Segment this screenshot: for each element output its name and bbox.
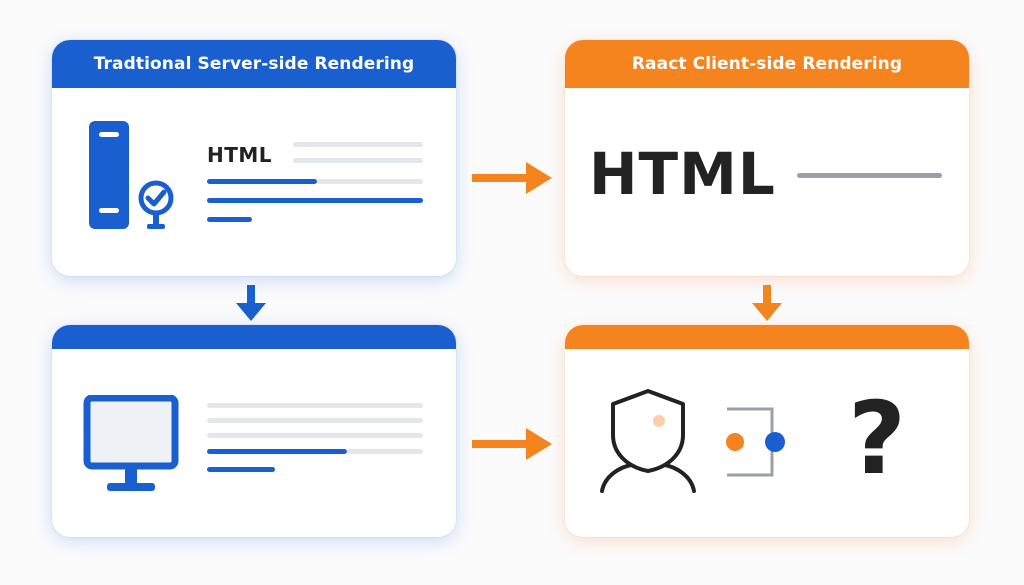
arrow-down-orange-icon [749, 283, 785, 323]
react-client-header [565, 325, 969, 349]
text-line [797, 173, 942, 178]
checkmark-badge-icon [136, 178, 176, 233]
traditional-ssr-header: Tradtional Server-side Rendering [52, 40, 456, 88]
html-label-large: HTML [589, 140, 776, 208]
server-icon [86, 118, 181, 233]
text-line [207, 418, 423, 423]
react-server-card: Raact Client-side Rendering HTML [565, 40, 969, 276]
arrow-right-orange-icon [470, 424, 554, 464]
text-line [347, 449, 423, 454]
react-csr-header: Raact Client-side Rendering [565, 40, 969, 88]
progress-line [207, 179, 317, 184]
text-line [293, 158, 423, 163]
monitor-icon [83, 395, 179, 495]
text-line [207, 198, 423, 203]
text-line [293, 142, 423, 147]
react-client-card: ? [565, 325, 969, 537]
traditional-client-card [52, 325, 456, 537]
traditional-client-header [52, 325, 456, 349]
text-line [207, 217, 252, 222]
user-shield-icon [599, 387, 697, 497]
progress-line [207, 449, 347, 454]
html-label: HTML [207, 143, 273, 167]
text-line [207, 433, 423, 438]
arrow-down-blue-icon [233, 283, 269, 323]
traditional-server-card: Tradtional Server-side Rendering HTML [52, 40, 456, 276]
text-line [207, 403, 423, 408]
arrow-right-orange-icon [470, 158, 554, 198]
text-line [317, 179, 423, 184]
js-connector-icon [720, 405, 790, 485]
text-line [207, 467, 275, 472]
question-mark: ? [848, 380, 907, 497]
